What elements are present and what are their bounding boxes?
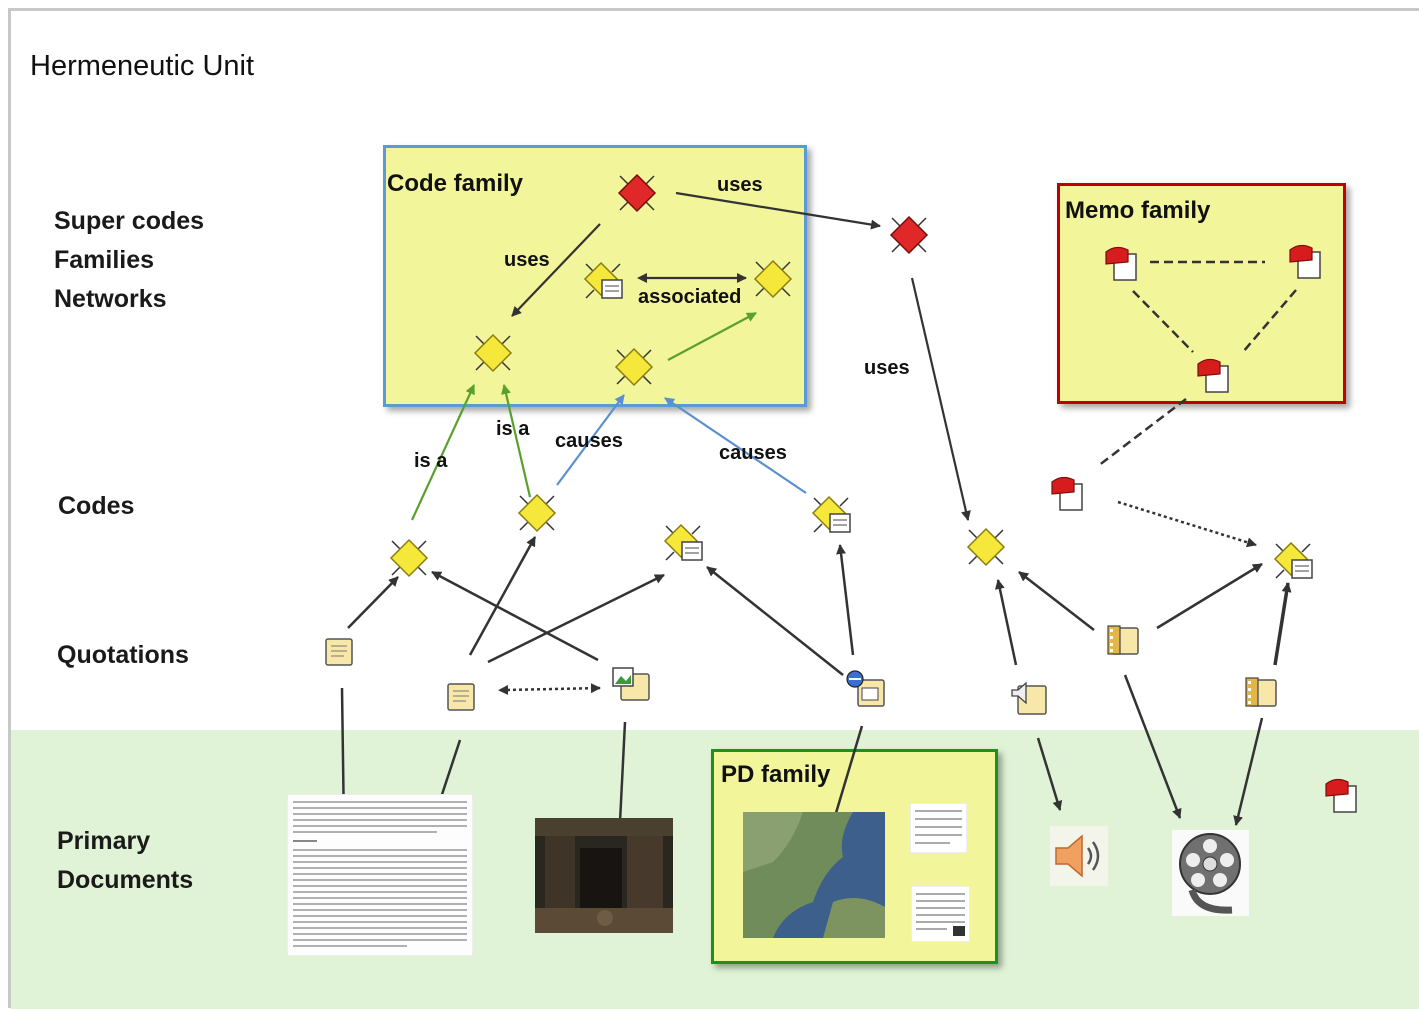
layer-codes: Codes [58,492,135,520]
edge-label-causes-2: causes [719,442,787,464]
edge-label-uses-2: uses [504,249,550,271]
memo-icon[interactable] [1286,242,1324,282]
edge-q1-c1 [347,576,399,629]
memo-link-right [1242,289,1297,353]
layer-quotations: Quotations [57,641,189,669]
super-code-icon[interactable] [614,170,660,216]
memo-icon[interactable] [1102,244,1140,284]
edge-q6-film [1123,674,1182,819]
edge-q4-c4 [836,544,855,656]
hermeneutic-unit-frame [8,8,1419,1008]
pd-family-label: PD family [721,761,831,788]
edge-label-is-a-2: is a [414,450,448,472]
layer-label-primary-documents: Primary Documents [57,822,193,900]
code-icon[interactable] [514,490,560,536]
speaker-icon[interactable] [1050,826,1108,886]
edge-is-a-2 [501,384,532,498]
edge-uses-2 [511,223,601,317]
code-memo-icon[interactable] [1270,538,1316,584]
edge-q4-c3 [706,566,844,676]
film-reel-icon[interactable] [1172,830,1249,916]
map-quotation-icon[interactable] [844,668,888,710]
edge-q6-c6 [1156,562,1263,630]
edge-label-uses-3: uses [864,357,910,379]
memo-icon[interactable] [1048,474,1086,514]
image-quotation-icon[interactable] [609,664,653,704]
edge-q7-film [1233,717,1264,826]
video-quotation-icon[interactable] [1242,672,1282,712]
edge-causes-2 [664,397,807,494]
edge-uses-1 [675,191,881,230]
code-family-label: Code family [387,170,524,197]
document-page-thumbnail[interactable] [911,886,970,942]
edge-label-causes-1: causes [555,430,623,452]
memo-family-label: Memo family [1065,197,1211,224]
code-icon[interactable] [611,344,657,390]
map-document-thumbnail[interactable] [743,812,885,938]
edge-green-inner [667,312,757,361]
memo-link-left [1132,290,1194,353]
edge-q6-c5 [1018,571,1095,631]
code-memo-icon[interactable] [580,258,626,304]
video-quotation-icon[interactable] [1104,620,1144,660]
diagram-title: Hermeneutic Unit [30,50,255,82]
code-memo-icon[interactable] [660,520,706,566]
edge-q5-c5 [994,579,1018,666]
code-icon[interactable] [470,330,516,376]
text-document-thumbnail[interactable] [287,794,473,956]
super-code-icon[interactable] [886,212,932,258]
code-icon[interactable] [386,535,432,581]
code-memo-icon[interactable] [808,492,854,538]
audio-quotation-icon[interactable] [1006,676,1050,718]
edge-q2-q3 [498,683,601,695]
edge-q5-audio [1036,737,1063,811]
quotation-icon[interactable] [322,636,358,670]
edge-causes-1 [556,394,625,486]
edge-q2-c2 [468,536,537,656]
edge-uses-3 [910,277,971,521]
edge-q2-c3 [487,573,665,664]
layer-primary: Primary [57,827,151,855]
edge-q7-c6 [1273,582,1292,666]
memo-link-out [1097,398,1187,467]
memo-icon[interactable] [1322,776,1360,816]
layer-networks: Networks [54,285,167,313]
layer-label-super-codes: Super codes Families Networks [54,202,204,319]
quotation-icon[interactable] [444,681,480,715]
edge-q3-c1 [431,570,599,662]
edge-label-associated: associated [638,286,742,308]
edge-label-uses-1: uses [717,174,763,196]
memo-icon[interactable] [1194,356,1232,396]
layer-documents: Documents [57,866,194,894]
code-icon[interactable] [963,524,1009,570]
layer-super-codes: Super codes [54,207,205,235]
code-icon[interactable] [750,256,796,302]
memo-to-code-dotted [1117,500,1257,548]
document-page-thumbnail[interactable] [910,803,967,853]
edge-is-a-1 [411,384,475,521]
photo-document-thumbnail[interactable] [535,818,673,933]
edge-label-is-a-1: is a [496,418,530,440]
edge-q3-photo [618,721,627,823]
layer-families: Families [54,246,155,274]
